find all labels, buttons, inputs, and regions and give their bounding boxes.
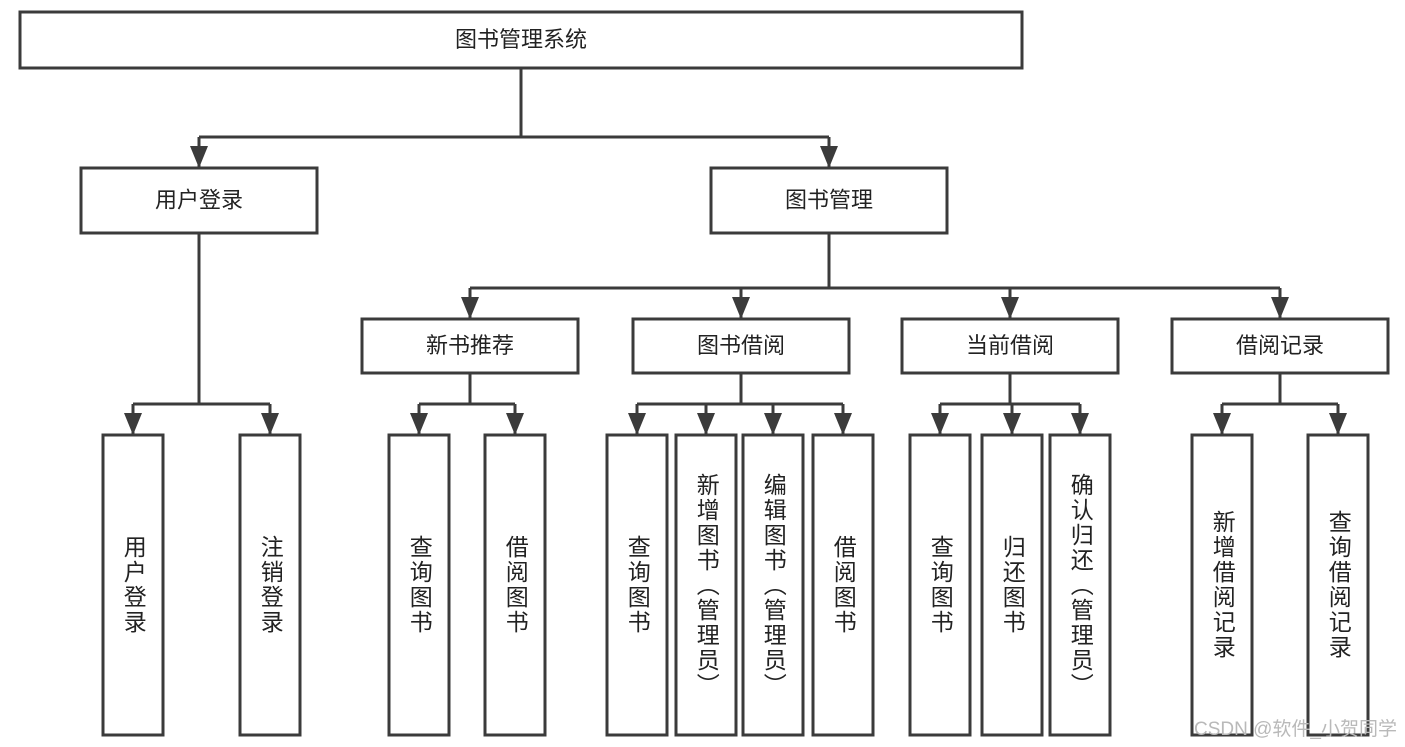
- arrow-head-icon: [410, 413, 428, 435]
- node-box-book-management[interactable]: [709, 166, 949, 235]
- arrow-head-icon: [931, 413, 949, 435]
- node-box-leaf-query-book-3[interactable]: [908, 433, 972, 737]
- node-box-current-borrow[interactable]: [900, 317, 1120, 375]
- node-box-borrow-record[interactable]: [1170, 317, 1390, 375]
- edges-layer: [124, 68, 1347, 435]
- node-box-leaf-return-book[interactable]: [980, 433, 1044, 737]
- node-box-leaf-logout-login[interactable]: [238, 433, 302, 737]
- node-box-leaf-borrow-book-1[interactable]: [483, 433, 547, 737]
- arrow-head-icon: [697, 413, 715, 435]
- node-label-user-login: 用户登录: [155, 187, 243, 212]
- node-label-book-borrow: 图书借阅: [697, 333, 785, 358]
- node-box-leaf-query-book-2[interactable]: [605, 433, 669, 737]
- node-label-borrow-record: 借阅记录: [1236, 333, 1324, 358]
- node-box-leaf-add-borrow-record[interactable]: [1190, 433, 1254, 737]
- node-box-book-borrow[interactable]: [631, 317, 851, 375]
- arrow-head-icon: [506, 413, 524, 435]
- arrow-head-icon: [628, 413, 646, 435]
- node-label-current-borrow: 当前借阅: [966, 333, 1054, 358]
- node-label-root: 图书管理系统: [455, 27, 587, 52]
- arrow-head-icon: [1003, 413, 1021, 435]
- node-box-leaf-borrow-book-2[interactable]: [811, 433, 875, 737]
- arrow-head-icon: [461, 297, 479, 319]
- arrow-head-icon: [834, 413, 852, 435]
- node-box-leaf-query-borrow-record[interactable]: [1306, 433, 1370, 737]
- node-box-leaf-edit-book[interactable]: [741, 433, 805, 737]
- node-box-root[interactable]: [18, 10, 1024, 70]
- arrow-head-icon: [1329, 413, 1347, 435]
- arrow-head-icon: [261, 413, 279, 435]
- arrow-head-icon: [1213, 413, 1231, 435]
- node-box-leaf-add-book[interactable]: [674, 433, 738, 737]
- node-box-leaf-query-book-1[interactable]: [387, 433, 451, 737]
- arrow-head-icon: [1071, 413, 1089, 435]
- node-label-book-management: 图书管理: [785, 187, 873, 212]
- arrow-head-icon: [1271, 297, 1289, 319]
- arrow-head-icon: [1001, 297, 1019, 319]
- arrow-head-icon: [124, 413, 142, 435]
- arrow-head-icon: [190, 146, 208, 168]
- node-box-leaf-confirm-return[interactable]: [1048, 433, 1112, 737]
- arrow-head-icon: [820, 146, 838, 168]
- csdn-watermark: CSDN @软件_小贺同学: [1194, 719, 1397, 740]
- arrow-head-icon: [764, 413, 782, 435]
- node-box-user-login[interactable]: [79, 166, 319, 235]
- nodes-layer: [18, 10, 1390, 737]
- arrow-head-icon: [732, 297, 750, 319]
- node-label-new-book-recommend: 新书推荐: [426, 333, 514, 358]
- node-box-leaf-user-login[interactable]: [101, 433, 165, 737]
- node-box-new-book-recommend[interactable]: [360, 317, 580, 375]
